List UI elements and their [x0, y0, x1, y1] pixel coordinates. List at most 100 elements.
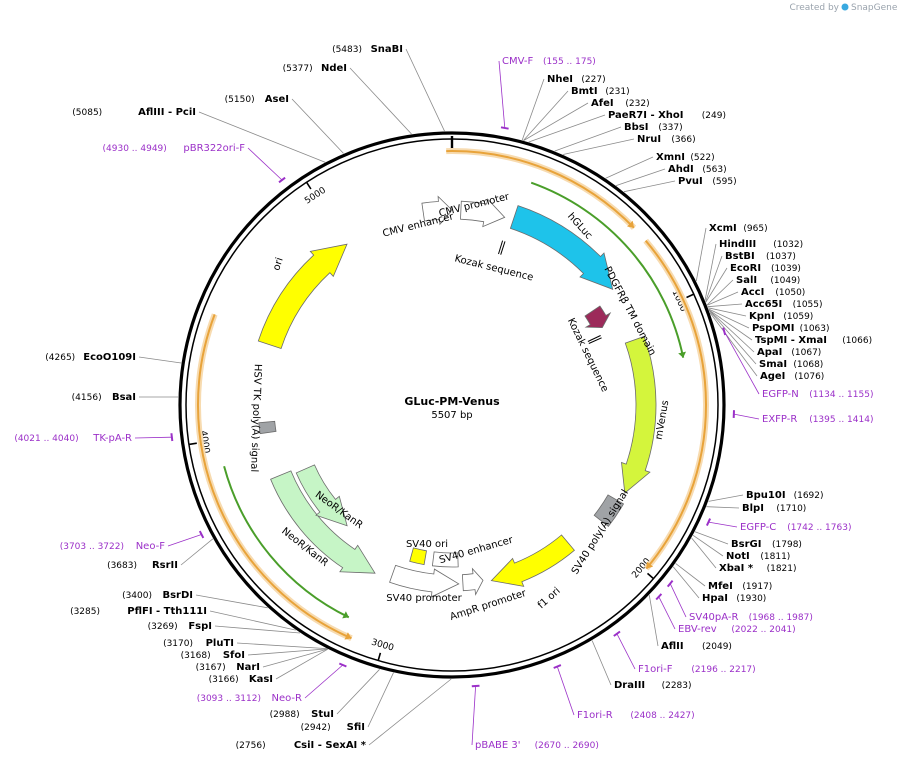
enzyme-name[interactable]: ApaI — [757, 347, 782, 358]
feature-ori[interactable] — [257, 243, 348, 350]
feature-label: Kozak sequence — [453, 253, 534, 283]
enzyme-name[interactable]: PspOMI — [752, 323, 794, 334]
feature-cmv-enhancer[interactable] — [421, 195, 453, 226]
feature-hsv-tk-poly-a-signal[interactable] — [258, 420, 277, 435]
enzyme-position: (1055) — [793, 300, 823, 310]
enzyme-name[interactable]: AfeI — [591, 98, 614, 109]
feature-f1-ori[interactable] — [490, 534, 575, 587]
enzyme-position: (1930) — [736, 594, 766, 604]
primer-name[interactable]: Neo-R — [272, 693, 303, 704]
feature-sv40-promoter[interactable] — [389, 564, 460, 598]
enzyme-name[interactable]: BstBI — [725, 251, 755, 262]
orf-arc — [196, 314, 352, 640]
feature-mvenus[interactable] — [621, 335, 657, 494]
feature-pdgfr-tm-domain[interactable] — [584, 305, 612, 329]
enzyme-name[interactable]: DraIII — [614, 680, 645, 691]
primer-name[interactable]: EGFP-N — [762, 389, 799, 400]
primer-name[interactable]: EXFP-R — [762, 414, 797, 425]
feature-neor-kanr[interactable] — [270, 470, 376, 574]
primer-name[interactable]: EBV-rev — [678, 624, 717, 635]
enzyme-name[interactable]: AhdI — [668, 164, 694, 175]
orf-arrowhead — [646, 561, 654, 569]
enzyme-name[interactable]: BbsI — [624, 122, 648, 133]
leader-line — [195, 594, 268, 609]
primer-name[interactable]: F1ori-R — [577, 710, 613, 721]
enzyme-name[interactable]: FspI — [188, 621, 212, 632]
enzyme-position: (1032) — [773, 240, 803, 250]
enzyme-name[interactable]: BsrGI — [731, 539, 761, 550]
feature-ampr-promoter[interactable] — [461, 567, 484, 596]
enzyme-position: (232) — [625, 99, 649, 109]
primer-leader — [134, 436, 172, 439]
enzyme-name[interactable]: AseI — [265, 94, 289, 105]
enzyme-name[interactable]: HindIII — [719, 239, 756, 250]
primer-name[interactable]: CMV-F — [502, 56, 533, 67]
enzyme-name[interactable]: BsrDI — [162, 590, 193, 601]
primer-name[interactable]: Neo-F — [136, 541, 166, 552]
enzyme-name[interactable]: BsaI — [112, 392, 136, 403]
enzyme-name[interactable]: AccI — [741, 287, 764, 298]
enzyme-name[interactable]: PflFI - Tth111I — [127, 606, 207, 617]
feature-hgluc[interactable] — [509, 205, 614, 290]
feature-cmv-promoter[interactable] — [460, 198, 506, 228]
leader-line — [694, 531, 729, 545]
orf-arrowhead — [344, 632, 352, 640]
enzyme-name[interactable]: HpaI — [702, 593, 728, 604]
enzyme-name[interactable]: NotI — [726, 551, 750, 562]
leader-line — [708, 308, 750, 329]
enzyme-name[interactable]: AgeI — [760, 371, 785, 382]
primer-name[interactable]: SV40pA-R — [689, 612, 738, 623]
feature-label: SV40 ori — [406, 539, 448, 550]
kozak-mark — [498, 240, 504, 255]
enzyme-name[interactable]: RsrII — [152, 560, 178, 571]
leader-line — [368, 678, 452, 746]
enzyme-name[interactable]: SmaI — [759, 359, 787, 370]
enzyme-name[interactable]: AflII — [661, 641, 684, 652]
primer-name[interactable]: pBR322ori-F — [183, 143, 245, 154]
feature-sv40-poly-a-signal[interactable] — [593, 494, 625, 527]
enzyme-name[interactable]: Bpu10I — [746, 490, 786, 501]
enzyme-name[interactable]: AflIII - PciI — [138, 107, 196, 118]
enzyme-name[interactable]: CsiI - SexAI * — [294, 740, 367, 751]
feature-sv40-enhancer[interactable] — [431, 551, 459, 568]
enzyme-name[interactable]: NruI — [637, 134, 661, 145]
enzyme-name[interactable]: PluTI — [206, 638, 234, 649]
enzyme-name[interactable]: NheI — [547, 74, 573, 85]
tick-mark — [305, 181, 312, 190]
enzyme-name[interactable]: SnaBI — [371, 44, 403, 55]
enzyme-name[interactable]: BmtI — [571, 86, 598, 97]
primer-leader — [723, 331, 760, 395]
enzyme-name[interactable]: XbaI * — [719, 563, 754, 574]
enzyme-name[interactable]: SalI — [736, 275, 757, 286]
primer-name[interactable]: EGFP-C — [740, 522, 776, 533]
enzyme-name[interactable]: PvuI — [678, 176, 703, 187]
enzyme-name[interactable]: PaeR7I - XhoI — [608, 110, 684, 121]
enzyme-position: (522) — [690, 153, 714, 163]
enzyme-name[interactable]: TspMI - XmaI — [755, 335, 827, 346]
enzyme-name[interactable]: KasI — [249, 674, 273, 685]
enzyme-position: (5377) — [283, 64, 313, 74]
enzyme-name[interactable]: XcmI — [709, 223, 737, 234]
feature-sv40-ori[interactable] — [409, 547, 427, 566]
enzyme-name[interactable]: SfiI — [347, 722, 365, 733]
enzyme-name[interactable]: XmnI — [656, 152, 685, 163]
enzyme-name[interactable]: NarI — [236, 662, 260, 673]
enzyme-position: (1692) — [794, 491, 824, 501]
feature-neor-kanr-orf[interactable] — [295, 464, 348, 527]
enzyme-name[interactable]: EcoRI — [730, 263, 761, 274]
enzyme-name[interactable]: Acc65I — [745, 299, 782, 310]
enzyme-name[interactable]: SfoI — [223, 650, 245, 661]
enzyme-name[interactable]: StuI — [311, 709, 334, 720]
credit-prefix: Created by — [789, 3, 839, 13]
primer-leader — [556, 666, 575, 716]
enzyme-name[interactable]: NdeI — [321, 63, 347, 74]
primer-name[interactable]: TK-pA-R — [92, 433, 132, 444]
enzyme-name[interactable]: EcoO109I — [83, 352, 136, 363]
primer-name[interactable]: F1ori-F — [638, 664, 673, 675]
enzyme-name[interactable]: BlpI — [742, 503, 764, 514]
enzyme-name[interactable]: KpnI — [749, 311, 775, 322]
enzyme-name[interactable]: MfeI — [708, 581, 733, 592]
primer-range: (1395 .. 1414) — [809, 415, 873, 425]
primer-name[interactable]: pBABE 3' — [475, 740, 521, 751]
